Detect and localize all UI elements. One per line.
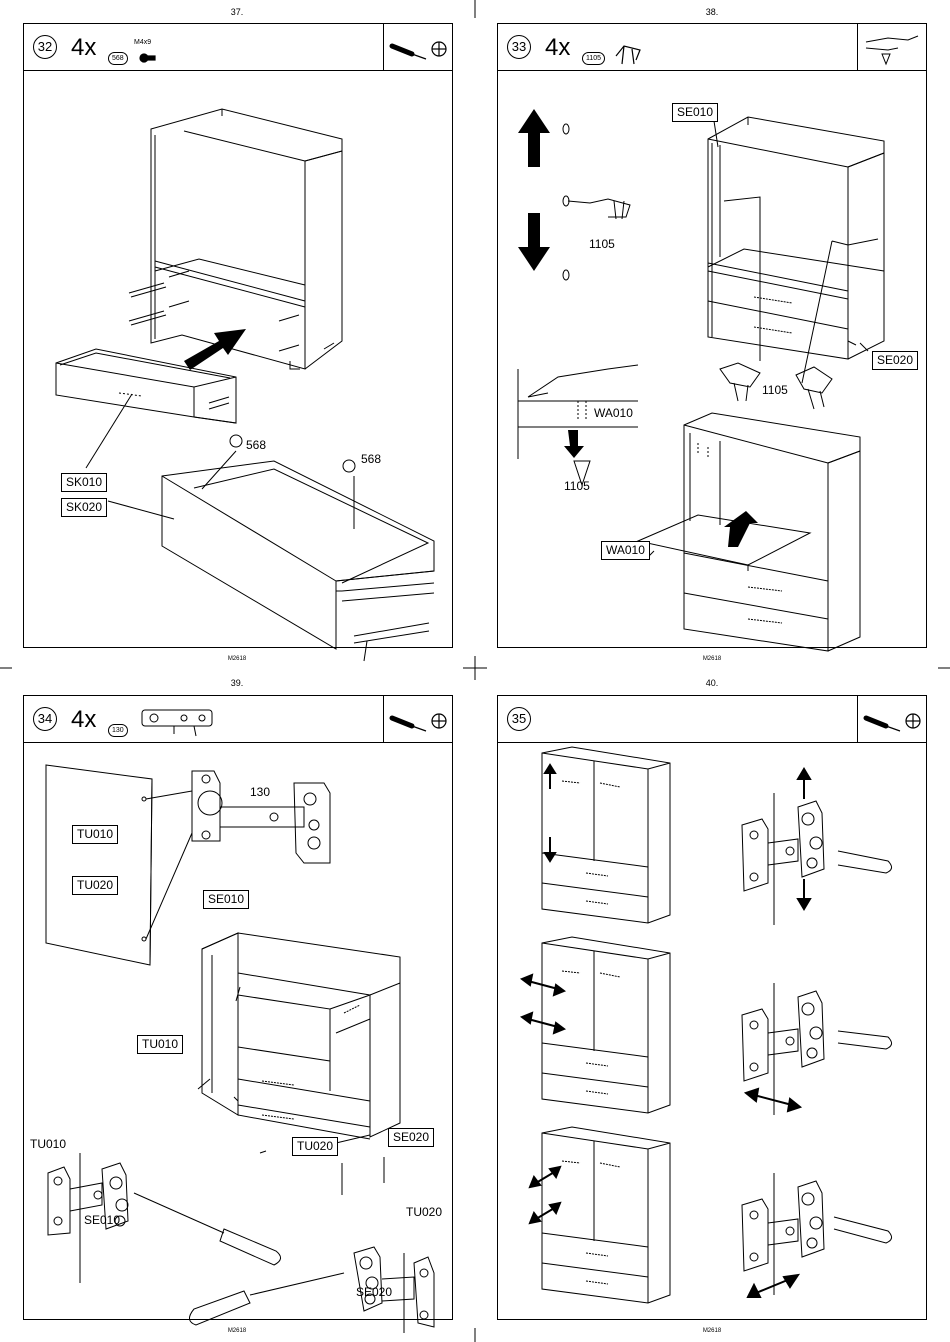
page-number: 39. (207, 678, 267, 688)
page-number: 37. (207, 7, 267, 17)
callout-tu010: TU010 (30, 1137, 66, 1151)
panel-illustration (498, 743, 926, 1319)
part-label-wa010: WA010 (601, 541, 650, 560)
tool-box (857, 24, 926, 70)
callout-568: 568 (361, 452, 381, 466)
instruction-panel-step-33: 33 4x 1105 (497, 23, 927, 648)
screwdriver-icon (384, 696, 452, 742)
callout-1105: 1105 (762, 383, 788, 397)
page-footer: M2618 (682, 656, 742, 662)
door-adjustment-drawing (498, 743, 928, 1321)
part-label-tu010: TU010 (137, 1035, 183, 1054)
panel-header: 35 (498, 696, 926, 743)
callout-wa010: WA010 (594, 406, 633, 420)
screwdriver-icon (384, 24, 452, 70)
callout-130: 130 (250, 785, 270, 799)
callout-568: 568 (246, 438, 266, 452)
part-label-se020: SE020 (388, 1128, 434, 1147)
part-label-sk010: SK010 (61, 473, 107, 492)
step-number: 35 (507, 707, 531, 731)
hand-press-icon (858, 24, 926, 70)
page-footer: M2618 (682, 1328, 742, 1334)
tool-box (857, 696, 926, 742)
part-label-se020: SE020 (872, 351, 918, 370)
tool-box (383, 696, 452, 742)
instruction-panel-step-34: 34 4x 130 (23, 695, 453, 1320)
panel-illustration: SE010 SE020 1105 1105 WA010 1105 WA010 (498, 71, 926, 647)
callout-1105: 1105 (564, 479, 590, 493)
instruction-panel-step-35: 35 (497, 695, 927, 1320)
part-label-sk020: SK020 (61, 498, 107, 517)
page-number: 38. (682, 7, 742, 17)
callout-tu020: TU020 (406, 1205, 442, 1219)
part-label-se010: SE010 (672, 103, 718, 122)
part-label-tu020: TU020 (72, 876, 118, 895)
page-footer: M2618 (207, 1328, 267, 1334)
drawer-assembly-drawing (24, 71, 454, 649)
screwdriver-icon (858, 696, 926, 742)
callout-se010: SE010 (84, 1213, 120, 1227)
callout-1105: 1105 (589, 237, 615, 251)
shelf-support-drawing (498, 71, 928, 649)
tool-box (383, 24, 452, 70)
part-label-se010: SE010 (203, 890, 249, 909)
page-number: 40. (682, 678, 742, 688)
part-label-tu020: TU020 (292, 1137, 338, 1156)
panel-header: 32 4x 568 M4x9 (24, 24, 452, 71)
instruction-panel-step-32: 32 4x 568 M4x9 (23, 23, 453, 648)
panel-illustration: 568 568 SK010 SK020 (24, 71, 452, 647)
part-label-tu010: TU010 (72, 825, 118, 844)
panel-header: 34 4x 130 (24, 696, 452, 743)
page-footer: M2618 (207, 656, 267, 662)
panel-header: 33 4x 1105 (498, 24, 926, 71)
callout-se020: SE020 (356, 1285, 392, 1299)
panel-illustration: 130 TU010 TU020 SE010 TU010 TU020 SE020 … (24, 743, 452, 1319)
